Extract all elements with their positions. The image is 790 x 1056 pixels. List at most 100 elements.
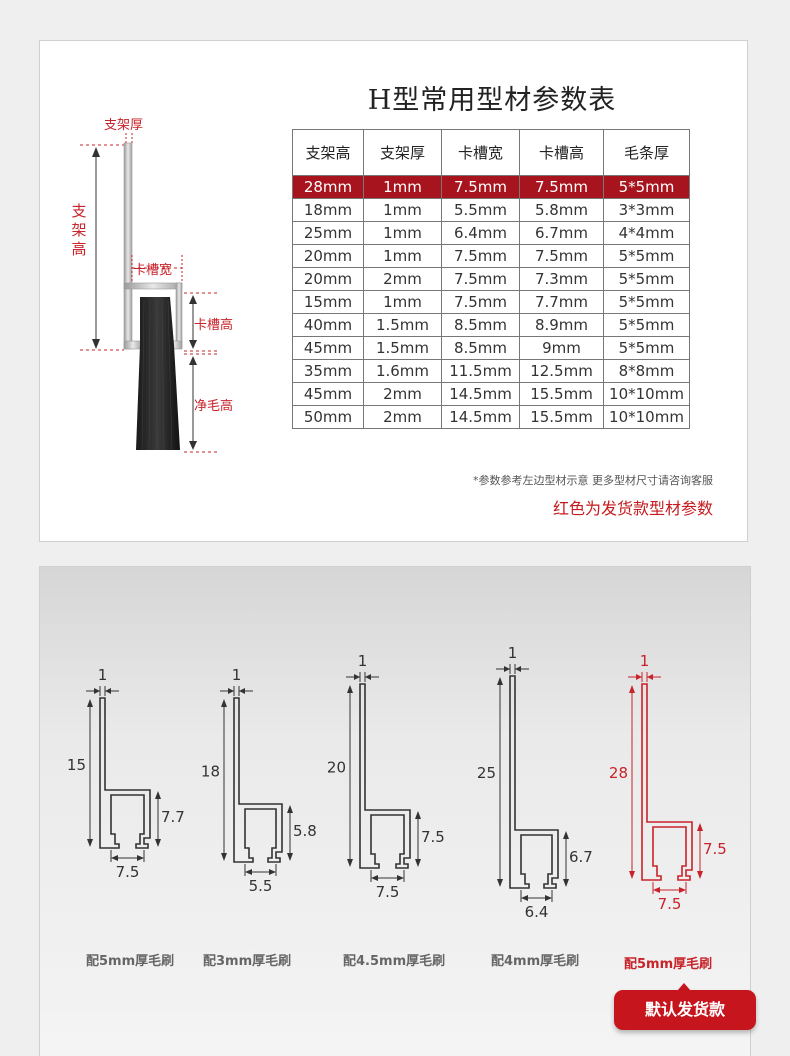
- arrow-mark: [137, 855, 144, 861]
- badge-pointer: [677, 983, 691, 991]
- thickness-value: 1: [358, 652, 368, 670]
- height-value: 20: [327, 758, 346, 776]
- table-cell: 8.9mm: [519, 313, 604, 337]
- table-cell: 5*5mm: [603, 175, 690, 199]
- slot-height-value: 7.5: [421, 828, 445, 846]
- header-slot-height: 卡槽高: [519, 129, 604, 176]
- table-cell: 28mm: [292, 175, 364, 199]
- arrow-mark: [563, 831, 569, 839]
- header-bristle-thickness: 毛条厚: [603, 129, 690, 176]
- arrow-mark: [497, 677, 503, 685]
- arrow-mark: [155, 791, 161, 799]
- table-cell: 15mm: [292, 290, 364, 314]
- arrow-mark: [497, 879, 503, 887]
- arrow-mark: [354, 674, 360, 680]
- table-cell: 14.5mm: [441, 382, 520, 406]
- arrow-mark: [239, 688, 245, 694]
- table-cell: 14.5mm: [441, 405, 520, 429]
- table-cell: 5*5mm: [603, 313, 690, 337]
- arrow-mark: [347, 685, 353, 693]
- arrow-mark: [647, 674, 653, 680]
- table-cell: 8*8mm: [603, 359, 690, 383]
- arrow-mark: [521, 895, 528, 901]
- table-cell: 6.7mm: [519, 221, 604, 245]
- table-cell: 4*4mm: [603, 221, 690, 245]
- arrow-mark: [563, 879, 569, 887]
- table-cell: 10*10mm: [603, 405, 690, 429]
- arrow-mark: [545, 895, 552, 901]
- header-bracket-height: 支架高: [292, 129, 364, 176]
- table-header-row: 支架高 支架厚 卡槽宽 卡槽高 毛条厚: [292, 129, 690, 176]
- reference-note: *参数参考左边型材示意 更多型材尺寸请咨询客服: [473, 474, 713, 487]
- arrow-mark: [221, 699, 227, 707]
- slot-height-value: 7.5: [703, 840, 727, 858]
- arrow-mark: [287, 805, 293, 813]
- table-cell: 5*5mm: [603, 336, 690, 360]
- profile-brush-label: 配5mm厚毛刷: [624, 957, 713, 972]
- table-cell: 1mm: [363, 244, 442, 268]
- table-cell: 2mm: [363, 267, 442, 291]
- arrow-mark: [515, 666, 521, 672]
- arrow-mark: [504, 666, 510, 672]
- table-cell: 20mm: [292, 267, 364, 291]
- arrow-mark: [397, 875, 404, 881]
- shipping-model-note: 红色为发货款型材参数: [552, 499, 713, 518]
- table-cell: 40mm: [292, 313, 364, 337]
- table-cell: 1mm: [363, 221, 442, 245]
- profile-brush-label: 配5mm厚毛刷: [86, 954, 175, 969]
- arrow-mark: [636, 674, 642, 680]
- table-cell: 7.7mm: [519, 290, 604, 314]
- arrow-mark: [87, 839, 93, 847]
- arrow-mark: [347, 859, 353, 867]
- table-cell: 45mm: [292, 336, 364, 360]
- label-bracket-height: 支架高: [71, 202, 87, 258]
- table-cell: 11.5mm: [441, 359, 520, 383]
- height-value: 25: [477, 764, 496, 782]
- slot-height-value: 5.8: [293, 822, 317, 840]
- slot-height-value: 7.7: [161, 808, 185, 826]
- table-cell: 5.8mm: [519, 198, 604, 222]
- profile-brush-label: 配4.5mm厚毛刷: [343, 954, 446, 969]
- arrow-mark: [371, 875, 378, 881]
- table-cell: 7.5mm: [441, 244, 520, 268]
- table-cell: 5*5mm: [603, 290, 690, 314]
- table-cell: 7.5mm: [441, 267, 520, 291]
- arrow-mark: [415, 811, 421, 819]
- table-cell: 5*5mm: [603, 267, 690, 291]
- table-cell: 9mm: [519, 336, 604, 360]
- table-cell: 10*10mm: [603, 382, 690, 406]
- thickness-value: 1: [640, 652, 650, 670]
- slot-width-value: 7.5: [658, 895, 682, 913]
- thickness-value: 1: [232, 666, 242, 684]
- arrow-mark: [365, 674, 371, 680]
- profile-outline: [509, 675, 559, 889]
- arrow-mark: [629, 871, 635, 879]
- arrow-mark: [269, 869, 276, 875]
- slot-height-value: 6.7: [569, 848, 593, 866]
- arrow-mark: [94, 688, 100, 694]
- table-cell: 1mm: [363, 175, 442, 199]
- profile-cross-section-diagram: [80, 133, 220, 453]
- label-slot-height: 卡槽高: [194, 318, 234, 333]
- slot-width-value: 6.4: [525, 903, 549, 921]
- table-cell: 7.5mm: [519, 175, 604, 199]
- table-cell: 1mm: [363, 290, 442, 314]
- profile-brush-label: 配3mm厚毛刷: [203, 954, 292, 969]
- default-shipping-badge: 默认发货款: [614, 990, 756, 1030]
- table-cell: 7.3mm: [519, 267, 604, 291]
- table-cell: 7.5mm: [441, 290, 520, 314]
- arrow-mark: [653, 887, 660, 893]
